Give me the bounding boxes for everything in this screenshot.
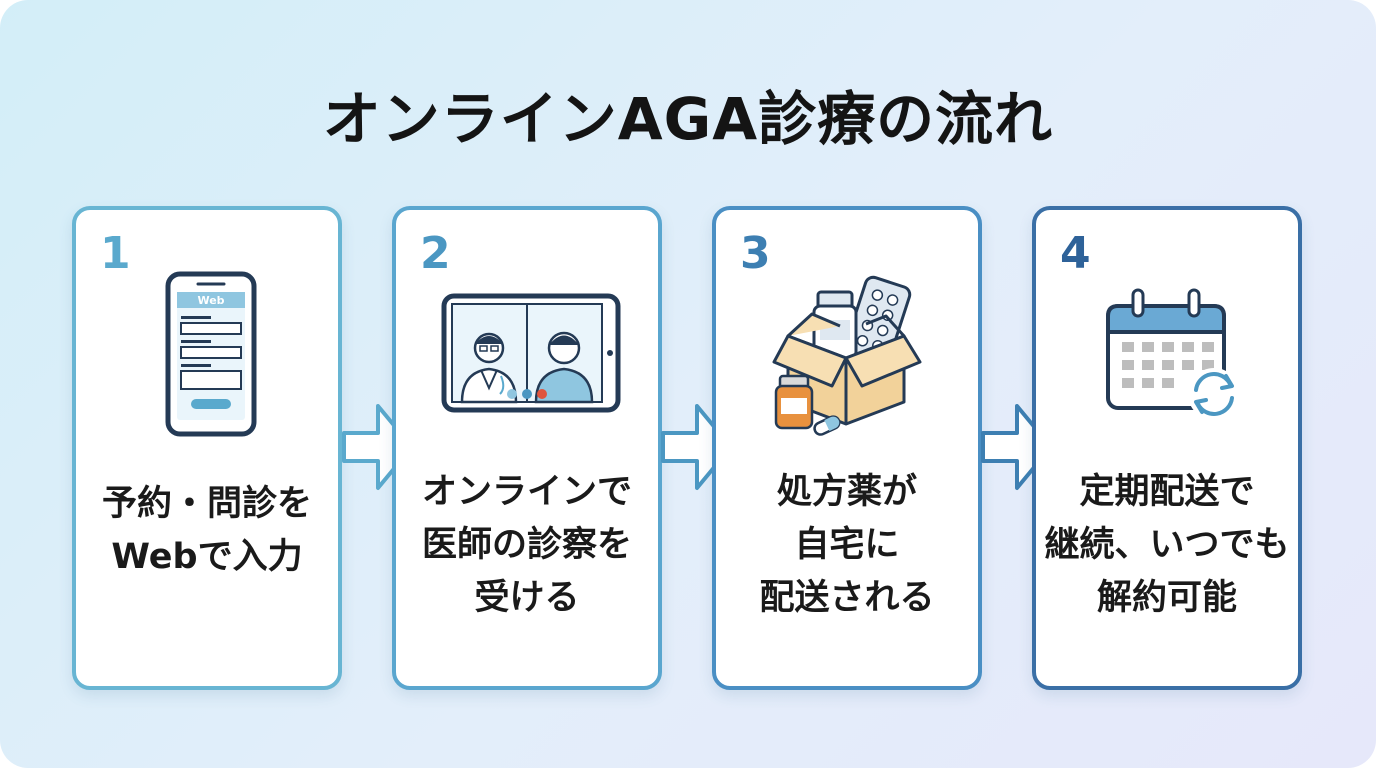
page-title: オンラインAGA診療の流れ (322, 85, 1054, 153)
tablet-video-consultation-icon (396, 262, 658, 452)
calendar-repeat-icon (1036, 262, 1298, 452)
step-label-2: オンラインで 医師の診察を 受ける (421, 472, 632, 618)
step-card-2: 2 (392, 206, 662, 690)
medicine-box-delivery-icon (716, 262, 978, 452)
step-card-4: 4 定期配送で 継続、いつでも 解約可能 (1032, 206, 1302, 690)
step-number-4: 4 (1060, 228, 1091, 279)
step-label-4: 定期配送で 継続、いつでも 解約可能 (1044, 472, 1290, 618)
smartphone-web-form-icon: Web (76, 262, 338, 452)
step-label-3: 処方薬が 自宅に 配送される (759, 472, 935, 618)
web-screen-label: Web (197, 294, 224, 307)
step-number-1: 1 (100, 228, 131, 279)
step-number-3: 3 (740, 228, 771, 279)
step-number-2: 2 (420, 228, 451, 279)
step-card-3: 3 (712, 206, 982, 690)
step-label-1: 予約・問診を Webで入力 (101, 484, 312, 577)
step-card-1: 1 Web 予約・問診を Webで入力 (72, 206, 342, 690)
